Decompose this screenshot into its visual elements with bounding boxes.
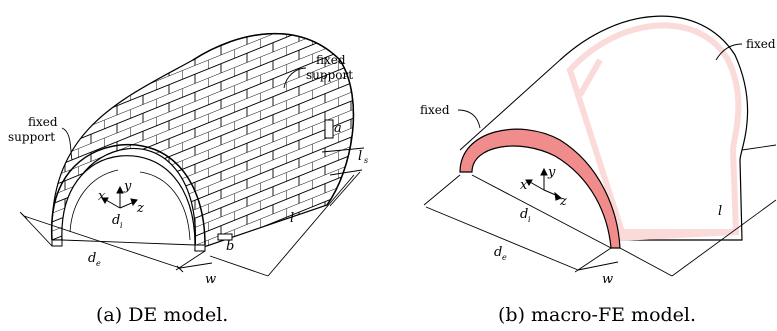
axis-label-z-b: z bbox=[559, 194, 567, 209]
label-de: d bbox=[88, 251, 96, 266]
label-ls: l bbox=[358, 149, 362, 164]
front-arch-inner bbox=[61, 155, 196, 246]
dimension-ls bbox=[321, 147, 365, 176]
vault-lower-ghost bbox=[619, 229, 737, 241]
dimension-de-b bbox=[423, 174, 612, 273]
leader-fixed-right-b bbox=[715, 43, 743, 61]
front-base-right bbox=[194, 244, 206, 252]
label-de-b-sub: e bbox=[502, 253, 507, 262]
dimension-di bbox=[61, 239, 196, 246]
vault-interior-lines bbox=[69, 169, 191, 241]
label-di: d bbox=[112, 213, 120, 228]
label-fixed-left-b: fixed bbox=[420, 103, 450, 117]
dimension-l bbox=[209, 171, 361, 277]
axis-label-z: z bbox=[136, 201, 144, 216]
vault-back-edge bbox=[192, 33, 355, 206]
label-fixed-left-2: support bbox=[8, 130, 55, 144]
label-w: w bbox=[205, 272, 216, 287]
label-fixed-right-2: support bbox=[306, 68, 353, 82]
label-di-sub: i bbox=[120, 221, 123, 230]
label-fixed-left-1: fixed bbox=[28, 115, 58, 129]
label-di-b-sub: i bbox=[528, 215, 531, 224]
caption-b: (b) macro-FE model. bbox=[498, 304, 696, 326]
brick-b-marker bbox=[217, 233, 233, 241]
label-de-b: d bbox=[494, 245, 502, 260]
caption-a: (a) DE model. bbox=[96, 304, 228, 326]
label-b: b bbox=[226, 239, 234, 254]
dimension-w bbox=[179, 262, 213, 269]
leader-fixed-left-b bbox=[457, 109, 481, 129]
axis-label-x: x bbox=[98, 189, 106, 204]
panel-b-macro-fe-model: d e d i w l x y z fixed bbox=[420, 15, 777, 326]
axes-triad-b bbox=[525, 167, 562, 201]
dimension-di-b bbox=[471, 174, 612, 249]
axes-triad-a bbox=[101, 185, 138, 209]
label-w-b: w bbox=[602, 272, 613, 287]
vault-back-ghost bbox=[566, 22, 742, 235]
label-fixed-right-b: fixed bbox=[746, 37, 776, 51]
front-arch-outer bbox=[50, 143, 206, 246]
axis-label-y-b: y bbox=[547, 165, 556, 180]
leader-fixed-right bbox=[283, 67, 307, 89]
axis-label-y: y bbox=[123, 179, 132, 194]
label-fixed-right-1: fixed bbox=[316, 53, 346, 67]
front-base-left bbox=[51, 239, 63, 247]
dimension-l-b bbox=[619, 144, 777, 277]
vault-outline bbox=[559, 15, 749, 241]
label-l: l bbox=[290, 211, 294, 226]
brick-a-marker bbox=[324, 119, 334, 139]
front-section bbox=[459, 128, 621, 249]
dimension-w-b bbox=[577, 261, 619, 271]
dimension-de bbox=[19, 211, 206, 273]
panel-a-de-model: d e d i w l l s a bbox=[8, 33, 368, 326]
vault-side-edge bbox=[577, 58, 603, 97]
label-de-sub: e bbox=[96, 259, 101, 268]
label-di-b: d bbox=[520, 207, 528, 222]
label-ls-sub: s bbox=[364, 156, 368, 165]
vault-top-edge bbox=[459, 59, 561, 151]
label-l-b: l bbox=[718, 204, 722, 219]
axis-label-x-b: x bbox=[520, 178, 528, 193]
label-a: a bbox=[334, 121, 342, 136]
leader-fixed-left bbox=[61, 127, 73, 161]
